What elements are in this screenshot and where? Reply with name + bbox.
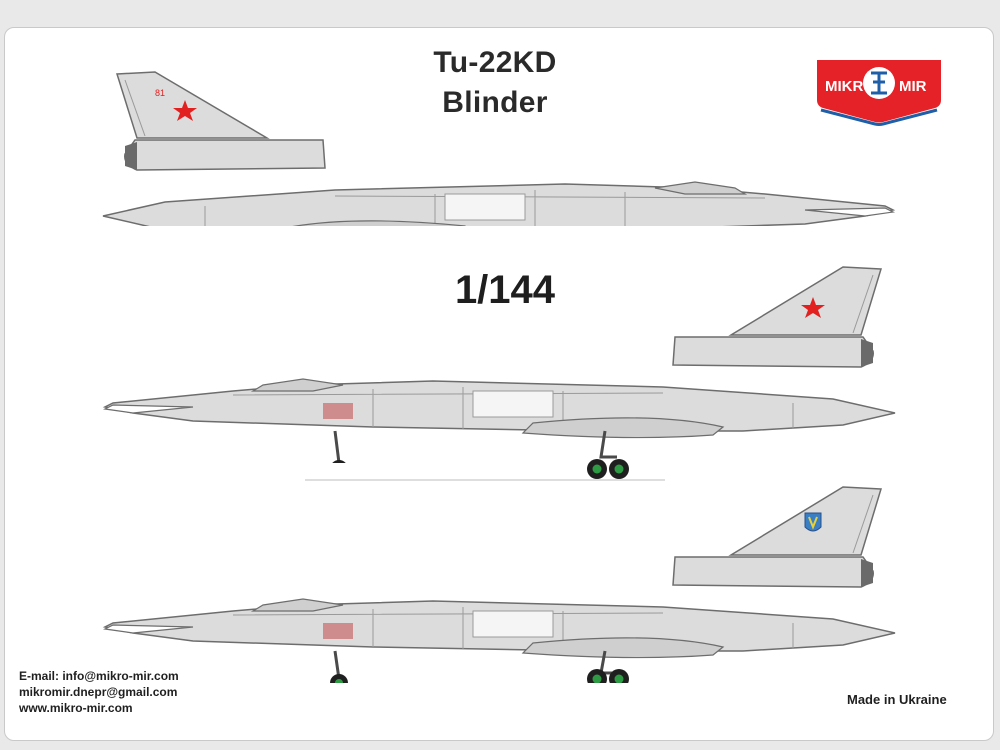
email2-text[interactable]: mikromir.dnepr@gmail.com: [19, 685, 178, 699]
engine-exhaust: [861, 559, 873, 587]
nose-art: [323, 623, 353, 639]
canopy: [250, 598, 344, 612]
email-text[interactable]: E-mail: info@mikro-mir.com: [19, 669, 179, 683]
title-line-1: Tu-22KD: [433, 46, 557, 79]
model-kit-card: Tu-22KD Blinder 1/144 MIKR MIR 81: [4, 27, 994, 741]
bomb-bay-panel: [472, 390, 554, 418]
nose-cone: [103, 404, 194, 414]
bomb-bay-panel: [444, 193, 526, 221]
nose-wheel: [332, 460, 346, 463]
nose-wheel: [330, 674, 348, 683]
engine-nacelle: [672, 556, 874, 588]
red-star-icon: [801, 297, 825, 318]
svg-text:81: 81: [155, 88, 165, 98]
tail-fin: [115, 71, 270, 139]
wing-stores: [521, 637, 725, 659]
red-star-icon: [173, 100, 197, 121]
title-line-2: Blinder: [442, 86, 548, 119]
aircraft-profile-middle: [102, 266, 896, 463]
wing-stores: [521, 417, 725, 439]
canopy: [654, 181, 748, 195]
engine-exhaust: [125, 142, 137, 170]
canopy: [250, 378, 344, 392]
mikromir-logo-icon: MIKR MIR: [817, 60, 941, 126]
nose-cone: [103, 624, 194, 634]
nose-art: [323, 403, 353, 419]
engine-nacelle: [124, 139, 326, 171]
scale-label: 1/144: [454, 268, 556, 312]
wing-stores: [292, 220, 466, 226]
nose-cone: [804, 207, 895, 217]
tail-fin: [728, 266, 882, 336]
aircraft-profile-bottom: [102, 486, 896, 683]
contact-info: E-mail: info@mikro-mir.com mikromir.dnep…: [19, 668, 179, 716]
website-text[interactable]: www.mikro-mir.com: [19, 701, 133, 715]
logo-text-left: MIKR: [825, 78, 863, 95]
aircraft-middle-wheels: [305, 459, 665, 481]
made-in-label: Made in Ukraine: [847, 692, 947, 707]
logo-text-right: MIR: [899, 78, 927, 95]
engine-exhaust: [861, 339, 873, 367]
landing-gear-struts: [333, 430, 617, 463]
aircraft-profile-top: 81: [102, 71, 896, 226]
engine-nacelle: [672, 336, 874, 368]
bomb-bay-panel: [472, 610, 554, 638]
